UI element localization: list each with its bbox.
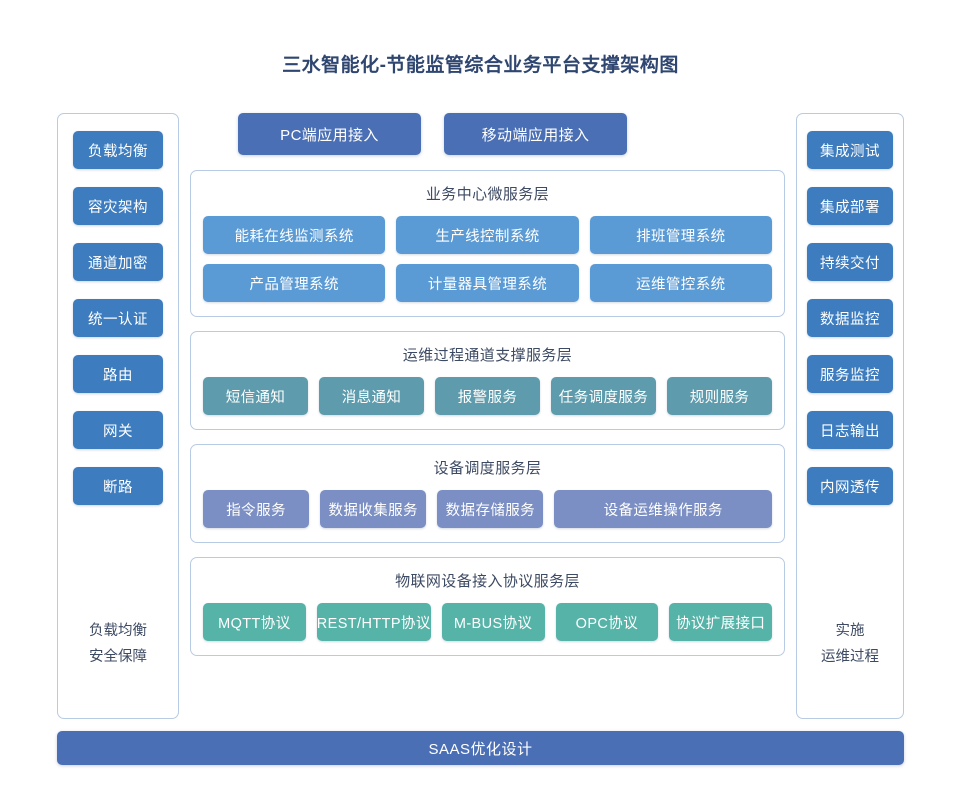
layer-business-row-1: 能耗在线监测系统 生产线控制系统 排班管理系统 xyxy=(203,216,772,254)
right-column-footer: 实施 运维过程 xyxy=(821,619,879,670)
layer-iot-protocol-access: 物联网设备接入协议服务层 MQTT协议 REST/HTTP协议 M-BUS协议 … xyxy=(190,557,785,656)
left-item-unified-auth[interactable]: 统一认证 xyxy=(73,299,163,337)
left-item-routing[interactable]: 路由 xyxy=(73,355,163,393)
layer-device-scheduling: 设备调度服务层 指令服务 数据收集服务 数据存储服务 设备运维操作服务 xyxy=(190,444,785,543)
chip-device-ops-operation-service[interactable]: 设备运维操作服务 xyxy=(554,490,772,528)
left-support-column: 负载均衡 容灾架构 通道加密 统一认证 路由 网关 断路 负载均衡 安全保障 xyxy=(57,113,179,719)
chip-opc-protocol[interactable]: OPC协议 xyxy=(555,603,659,641)
chip-shift-management-system[interactable]: 排班管理系统 xyxy=(589,216,772,254)
left-item-circuit-breaker[interactable]: 断路 xyxy=(73,467,163,505)
left-column-footer: 负载均衡 安全保障 xyxy=(89,619,147,670)
chip-energy-monitoring-system[interactable]: 能耗在线监测系统 xyxy=(203,216,386,254)
center-stack: PC端应用接入 移动端应用接入 业务中心微服务层 能耗在线监测系统 生产线控制系… xyxy=(190,113,785,719)
right-item-log-output[interactable]: 日志输出 xyxy=(807,411,893,449)
chip-sms-notification[interactable]: 短信通知 xyxy=(203,377,308,415)
chip-production-line-control-system[interactable]: 生产线控制系统 xyxy=(396,216,579,254)
left-item-disaster-recovery[interactable]: 容灾架构 xyxy=(73,187,163,225)
layer-device-row-1: 指令服务 数据收集服务 数据存储服务 设备运维操作服务 xyxy=(203,490,772,528)
chip-command-service[interactable]: 指令服务 xyxy=(203,490,310,528)
chip-mqtt-protocol[interactable]: MQTT协议 xyxy=(203,603,306,641)
layer-iot-title: 物联网设备接入协议服务层 xyxy=(395,573,580,590)
left-item-gateway[interactable]: 网关 xyxy=(73,411,163,449)
chip-alarm-service[interactable]: 报警服务 xyxy=(435,377,540,415)
layer-business-microservice: 业务中心微服务层 能耗在线监测系统 生产线控制系统 排班管理系统 产品管理系统 … xyxy=(190,170,785,317)
layer-support-row-1: 短信通知 消息通知 报警服务 任务调度服务 规则服务 xyxy=(203,377,772,415)
application-access-row: PC端应用接入 移动端应用接入 xyxy=(190,113,785,155)
right-item-service-monitoring[interactable]: 服务监控 xyxy=(807,355,893,393)
page-title: 三水智能化-节能监管综合业务平台支撑架构图 xyxy=(282,55,679,76)
layer-support-title: 运维过程通道支撑服务层 xyxy=(402,347,573,364)
chip-mbus-protocol[interactable]: M-BUS协议 xyxy=(441,603,545,641)
access-button-mobile[interactable]: 移动端应用接入 xyxy=(444,113,627,155)
chip-data-storage-service[interactable]: 数据存储服务 xyxy=(437,490,544,528)
layer-ops-channel-support: 运维过程通道支撑服务层 短信通知 消息通知 报警服务 任务调度服务 规则服务 xyxy=(190,331,785,430)
left-footer-line-1: 负载均衡 xyxy=(89,623,147,640)
left-item-load-balance[interactable]: 负载均衡 xyxy=(73,131,163,169)
chip-ops-control-system[interactable]: 运维管控系统 xyxy=(589,264,772,302)
diagram-frame: 负载均衡 容灾架构 通道加密 统一认证 路由 网关 断路 负载均衡 安全保障 P… xyxy=(57,113,904,719)
layer-iot-row-1: MQTT协议 REST/HTTP协议 M-BUS协议 OPC协议 协议扩展接口 xyxy=(203,603,773,641)
right-item-intranet-passthrough[interactable]: 内网透传 xyxy=(807,467,893,505)
layer-business-row-2: 产品管理系统 计量器具管理系统 运维管控系统 xyxy=(203,264,772,302)
chip-protocol-extension-interface[interactable]: 协议扩展接口 xyxy=(669,603,773,641)
chip-task-scheduling-service[interactable]: 任务调度服务 xyxy=(551,377,656,415)
left-item-channel-encryption[interactable]: 通道加密 xyxy=(73,243,163,281)
right-item-data-monitoring[interactable]: 数据监控 xyxy=(807,299,893,337)
chip-rest-http-protocol[interactable]: REST/HTTP协议 xyxy=(316,603,431,641)
right-footer-line-2: 运维过程 xyxy=(821,648,879,665)
chip-data-collection-service[interactable]: 数据收集服务 xyxy=(320,490,427,528)
saas-optimization-bar[interactable]: SAAS优化设计 xyxy=(57,731,904,765)
right-item-integration-test[interactable]: 集成测试 xyxy=(807,131,893,169)
right-devops-column: 集成测试 集成部署 持续交付 数据监控 服务监控 日志输出 内网透传 实施 运维… xyxy=(796,113,904,719)
layer-device-title: 设备调度服务层 xyxy=(433,460,542,477)
left-footer-line-2: 安全保障 xyxy=(89,648,147,665)
chip-metering-device-management-system[interactable]: 计量器具管理系统 xyxy=(396,264,579,302)
layer-business-title: 业务中心微服务层 xyxy=(425,186,550,203)
chip-message-notification[interactable]: 消息通知 xyxy=(319,377,424,415)
right-footer-line-1: 实施 xyxy=(835,623,865,640)
right-item-integration-deploy[interactable]: 集成部署 xyxy=(807,187,893,225)
right-item-continuous-delivery[interactable]: 持续交付 xyxy=(807,243,893,281)
access-button-pc[interactable]: PC端应用接入 xyxy=(238,113,421,155)
chip-product-management-system[interactable]: 产品管理系统 xyxy=(203,264,386,302)
chip-rule-service[interactable]: 规则服务 xyxy=(667,377,772,415)
